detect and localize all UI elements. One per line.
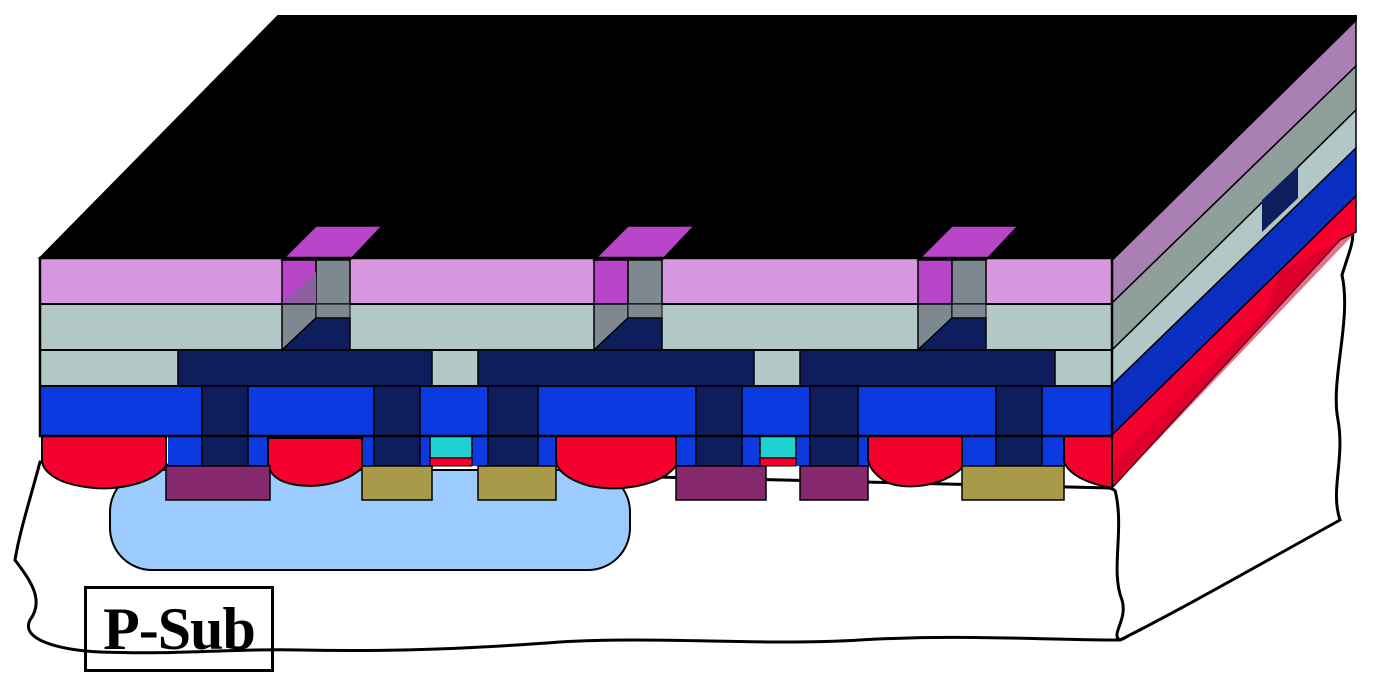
diffusion-p-1 [166, 466, 270, 500]
metal-1-c [800, 350, 1055, 386]
diffusion-p-3 [800, 466, 868, 500]
contact-4 [696, 386, 742, 466]
metal-1-a [178, 350, 432, 386]
field-oxide-5 [1064, 436, 1112, 488]
contact-5 [810, 386, 858, 466]
contact-1 [202, 386, 248, 466]
gate-2-oxide [760, 458, 796, 466]
diffusion-n-1 [362, 466, 432, 500]
field-oxide-1 [42, 436, 166, 488]
layer-blue [40, 386, 1112, 436]
gate-1-oxide [430, 458, 472, 466]
field-oxide-3 [556, 436, 676, 488]
metal-1-b [478, 350, 754, 386]
gate-2 [760, 436, 796, 458]
diffusion-p-2 [676, 466, 766, 500]
substrate-label-box: P-Sub [84, 586, 274, 672]
contact-2 [374, 386, 420, 466]
contact-6 [996, 386, 1042, 466]
diffusion-n-2 [478, 466, 556, 500]
field-oxide-4 [868, 436, 962, 486]
gate-1 [430, 436, 472, 458]
diffusion-n-3 [962, 466, 1064, 500]
substrate-label: P-Sub [103, 599, 255, 659]
contact-3 [488, 386, 538, 466]
